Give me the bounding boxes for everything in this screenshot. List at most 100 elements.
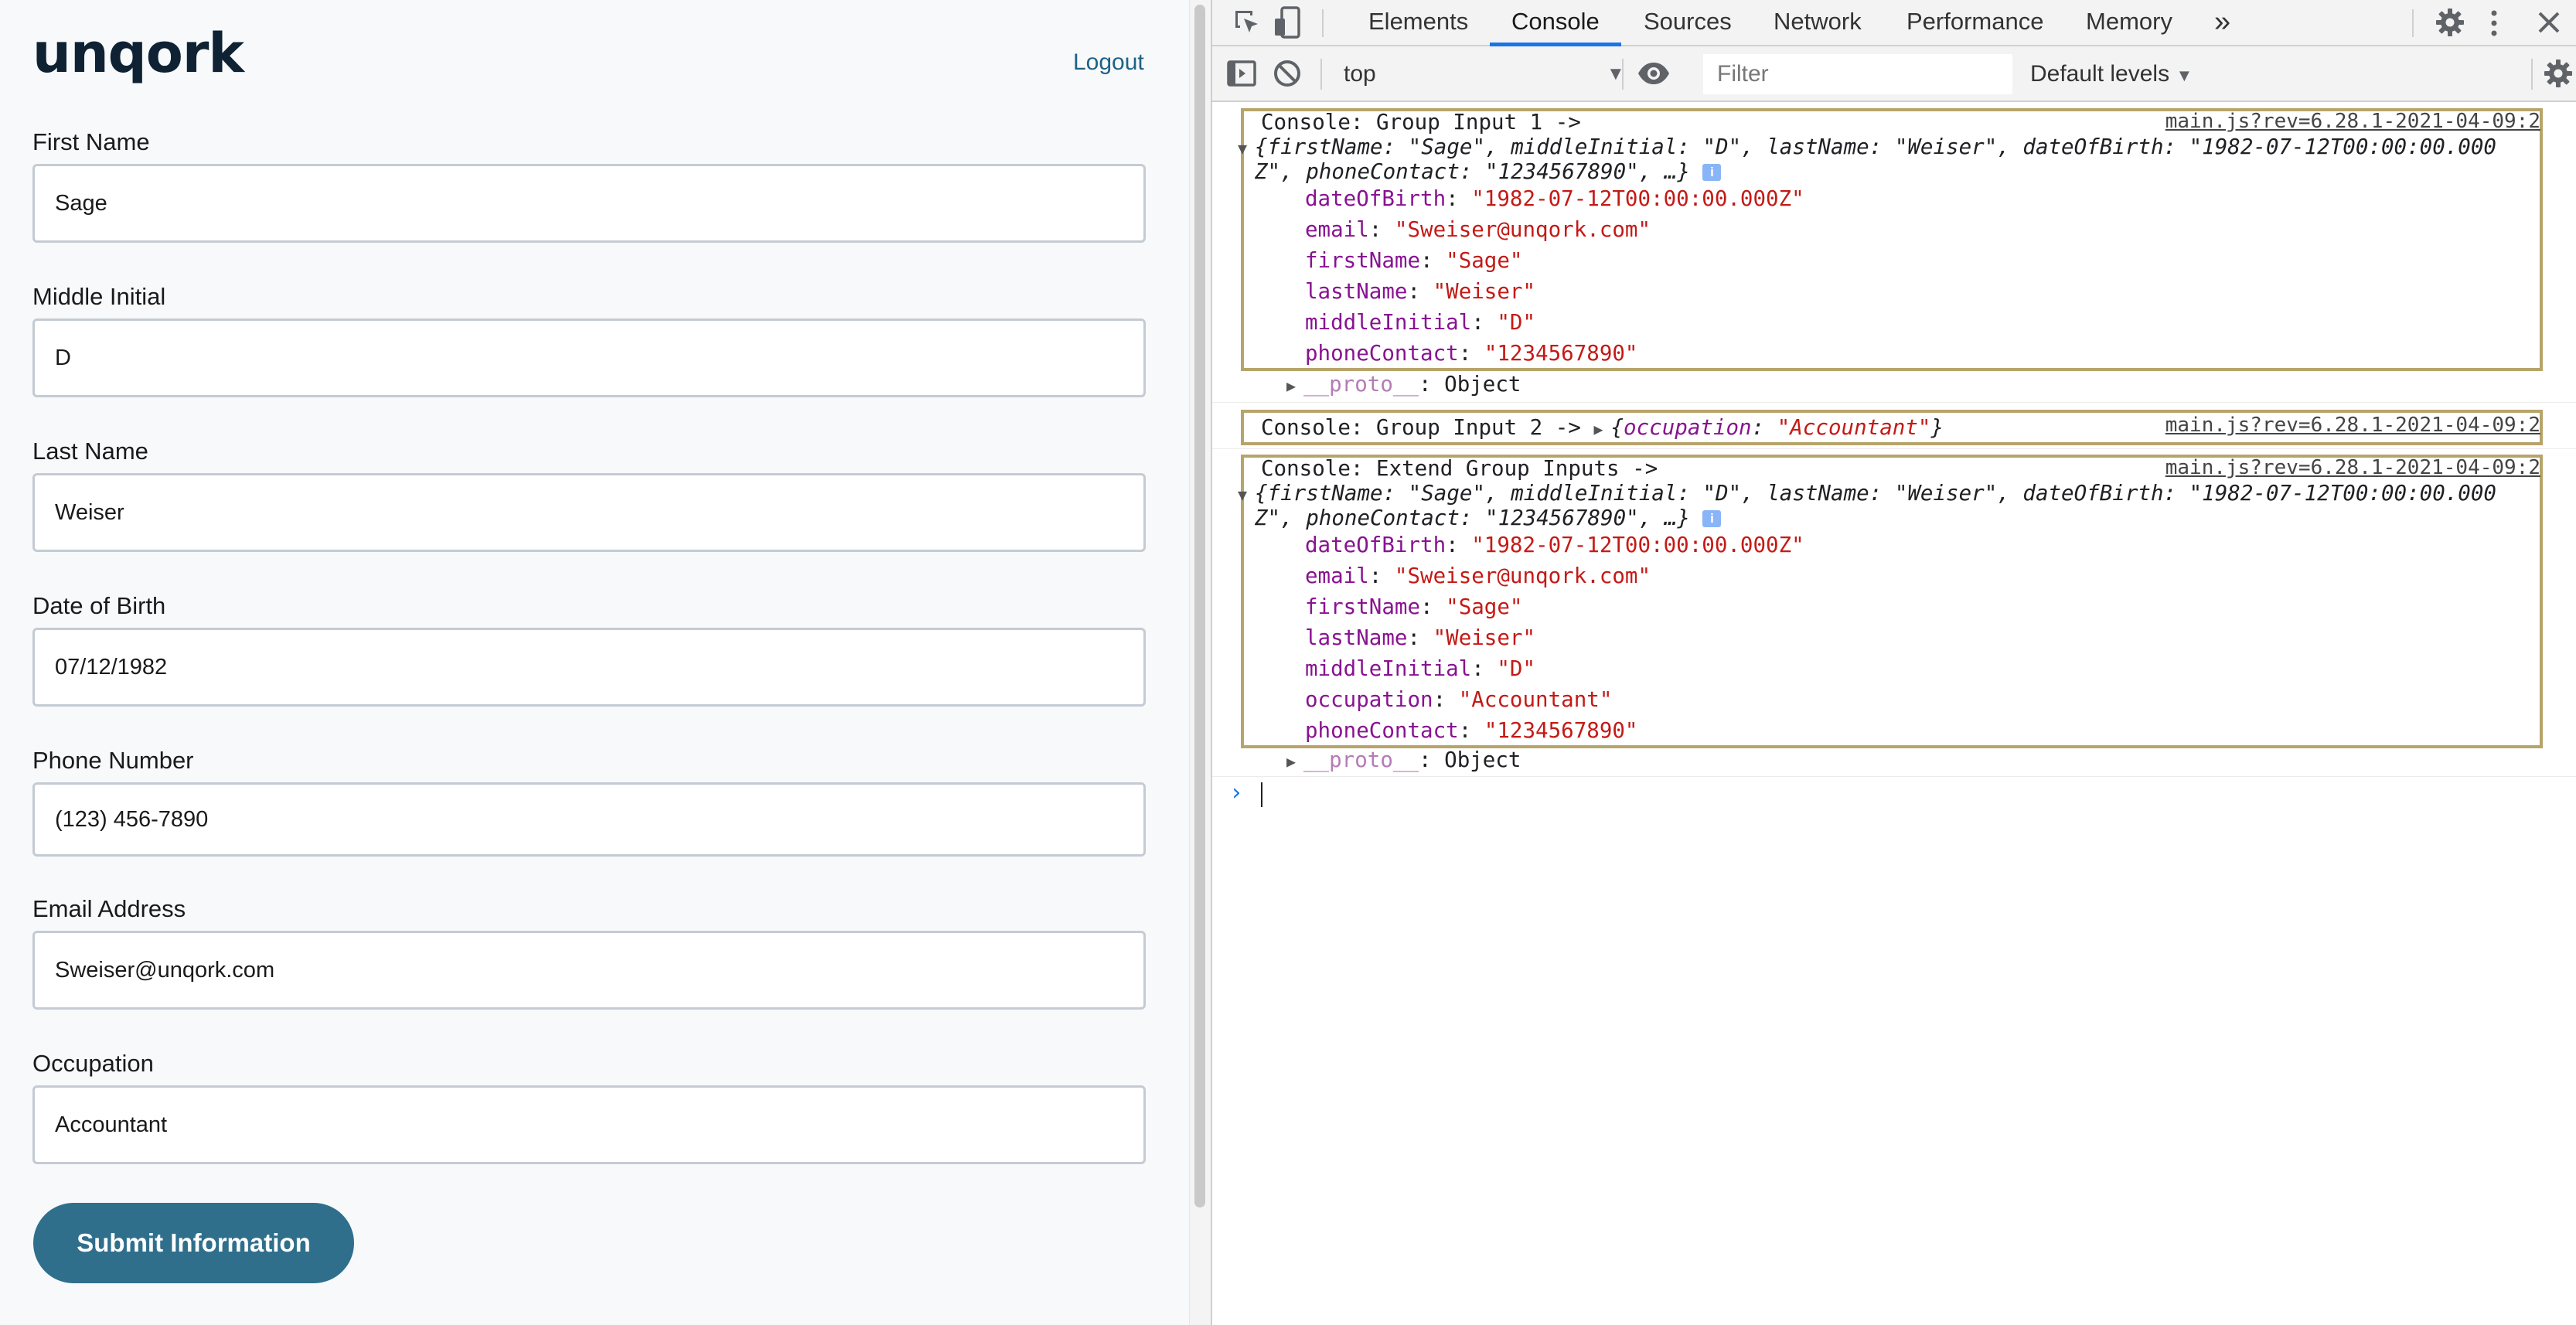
- console-group-3-header: Console: Extend Group Inputs ->: [1261, 456, 1658, 481]
- submit-information-button[interactable]: Submit Information: [33, 1203, 354, 1283]
- first-name-label: First Name: [32, 128, 150, 155]
- tab-memory[interactable]: Memory: [2086, 8, 2172, 35]
- logout-link[interactable]: Logout: [1073, 49, 1144, 75]
- javascript-context-select[interactable]: top ▼: [1344, 57, 1653, 91]
- last-name-input[interactable]: [35, 475, 1143, 550]
- settings-gear-icon[interactable]: [2434, 6, 2466, 43]
- toolbar-separator: [1320, 59, 1322, 90]
- info-icon[interactable]: i: [1702, 510, 1722, 527]
- object-property: occupation: "Accountant": [1305, 687, 1613, 712]
- unqork-app-panel: unqork Logout First Name Middle Initial …: [0, 0, 1189, 1325]
- filter-box: [1703, 54, 2012, 94]
- email-address-field: [32, 931, 1146, 1010]
- phone-number-input[interactable]: [35, 785, 1143, 854]
- app-scrollbar-thumb[interactable]: [1194, 5, 1205, 1207]
- tab-console[interactable]: Console: [1490, 0, 1621, 46]
- collapsed-triangle-icon[interactable]: ▶: [1286, 752, 1297, 771]
- middle-initial-field: [32, 318, 1146, 397]
- more-tabs-icon[interactable]: »: [2214, 5, 2231, 38]
- dropdown-arrow-icon: ▼: [2176, 66, 2193, 85]
- email-address-label: Email Address: [32, 895, 186, 922]
- devtools-panel: Elements Console Sources Network Perform…: [1211, 0, 2576, 1325]
- object-property: lastName: "Weiser": [1305, 279, 1536, 304]
- console-filter-input[interactable]: [1703, 54, 2012, 94]
- first-name-field: [32, 164, 1146, 243]
- last-name-label: Last Name: [32, 438, 148, 465]
- collapsed-triangle-icon[interactable]: ▶: [1286, 376, 1297, 395]
- object-summary-cont: Z", phoneContact: "1234567890", …} i: [1255, 158, 1722, 186]
- console-group-extend-inputs: [1241, 455, 2543, 748]
- date-of-birth-input[interactable]: [35, 630, 1143, 704]
- source-link[interactable]: main.js?rev=6.28.1-2021-04-09:2: [2165, 456, 2540, 479]
- console-row-divider: [1212, 776, 2576, 777]
- occupation-label: Occupation: [32, 1050, 154, 1077]
- occupation-input[interactable]: [35, 1088, 1143, 1162]
- object-property: phoneContact: "1234567890": [1305, 341, 1638, 366]
- app-scrollbar[interactable]: [1189, 0, 1211, 1325]
- console-toolbar: top ▼ Default levels ▼: [1212, 46, 2576, 102]
- object-property: firstName: "Sage": [1305, 594, 1523, 619]
- log-levels-dropdown[interactable]: Default levels ▼: [2030, 57, 2193, 93]
- proto-property[interactable]: ▶__proto__: Object: [1286, 370, 1521, 400]
- console-row-divider: [1212, 448, 2576, 449]
- tab-separator: [2412, 9, 2414, 37]
- expanded-triangle-icon[interactable]: ▼: [1238, 139, 1248, 158]
- first-name-input[interactable]: [35, 166, 1143, 240]
- object-property: email: "Sweiser@unqork.com": [1305, 217, 1651, 242]
- object-property: phoneContact: "1234567890": [1305, 718, 1638, 743]
- console-group-1-header: Console: Group Input 1 ->: [1261, 110, 1581, 135]
- occupation-field: [32, 1085, 1146, 1164]
- info-icon[interactable]: i: [1702, 164, 1722, 181]
- phone-number-label: Phone Number: [32, 747, 194, 774]
- console-prompt-icon: ›: [1229, 779, 1244, 806]
- clear-console-icon[interactable]: [1273, 59, 1302, 92]
- tab-sources[interactable]: Sources: [1644, 8, 1732, 35]
- object-property: middleInitial: "D": [1305, 656, 1536, 681]
- devtools-tab-bar: Elements Console Sources Network Perform…: [1212, 0, 2576, 46]
- live-expression-eye-icon[interactable]: [1636, 60, 1671, 90]
- tab-performance[interactable]: Performance: [1906, 8, 2044, 35]
- proto-property[interactable]: ▶__proto__: Object: [1286, 746, 1521, 775]
- date-of-birth-label: Date of Birth: [32, 592, 166, 619]
- object-summary[interactable]: ▼{firstName: "Sage", middleInitial: "D",…: [1238, 479, 2496, 509]
- object-property: dateOfBirth: "1982-07-12T00:00:00.000Z": [1305, 533, 1804, 557]
- object-property: lastName: "Weiser": [1305, 625, 1536, 650]
- tab-separator: [1322, 9, 1324, 37]
- email-address-input[interactable]: [35, 933, 1143, 1007]
- context-select-value: top: [1344, 61, 1376, 87]
- console-output[interactable]: Console: Group Input 1 -> main.js?rev=6.…: [1212, 102, 2576, 1325]
- source-link[interactable]: main.js?rev=6.28.1-2021-04-09:2: [2165, 414, 2540, 437]
- object-property: firstName: "Sage": [1305, 248, 1523, 273]
- object-summary-cont: Z", phoneContact: "1234567890", …} i: [1255, 504, 1722, 532]
- kebab-menu-icon[interactable]: [2488, 8, 2500, 43]
- console-group-2-header[interactable]: Console: Group Input 2 -> ▶{occupation: …: [1261, 414, 1944, 443]
- console-settings-gear-icon[interactable]: [2542, 57, 2574, 94]
- console-group-input-2: [1241, 410, 2543, 445]
- object-property: middleInitial: "D": [1305, 310, 1536, 335]
- collapsed-triangle-icon[interactable]: ▶: [1593, 420, 1603, 438]
- last-name-field: [32, 473, 1146, 552]
- source-link[interactable]: main.js?rev=6.28.1-2021-04-09:2: [2165, 110, 2540, 133]
- device-toolbar-icon[interactable]: [1273, 6, 1303, 44]
- tab-network[interactable]: Network: [1774, 8, 1862, 35]
- phone-number-field: [32, 782, 1146, 857]
- console-group-input-1: [1241, 108, 2543, 371]
- toolbar-separator: [1622, 59, 1624, 90]
- unqork-logo: unqork: [32, 22, 244, 85]
- toolbar-separator: [2531, 59, 2533, 90]
- middle-initial-input[interactable]: [35, 321, 1143, 395]
- dropdown-arrow-icon: ▼: [1607, 63, 1625, 84]
- date-of-birth-field: [32, 628, 1146, 707]
- middle-initial-label: Middle Initial: [32, 283, 166, 310]
- console-input-caret[interactable]: [1261, 782, 1262, 807]
- inspect-element-icon[interactable]: [1232, 8, 1263, 43]
- object-property: dateOfBirth: "1982-07-12T00:00:00.000Z": [1305, 186, 1804, 211]
- expanded-triangle-icon[interactable]: ▼: [1238, 485, 1248, 504]
- close-devtools-icon[interactable]: [2536, 9, 2562, 39]
- console-row-divider: [1212, 402, 2576, 403]
- object-property: email: "Sweiser@unqork.com": [1305, 564, 1651, 588]
- log-levels-label: Default levels: [2030, 61, 2170, 87]
- show-sidebar-icon[interactable]: [1226, 59, 1257, 92]
- tab-elements[interactable]: Elements: [1368, 8, 1469, 35]
- object-summary[interactable]: ▼{firstName: "Sage", middleInitial: "D",…: [1238, 133, 2496, 162]
